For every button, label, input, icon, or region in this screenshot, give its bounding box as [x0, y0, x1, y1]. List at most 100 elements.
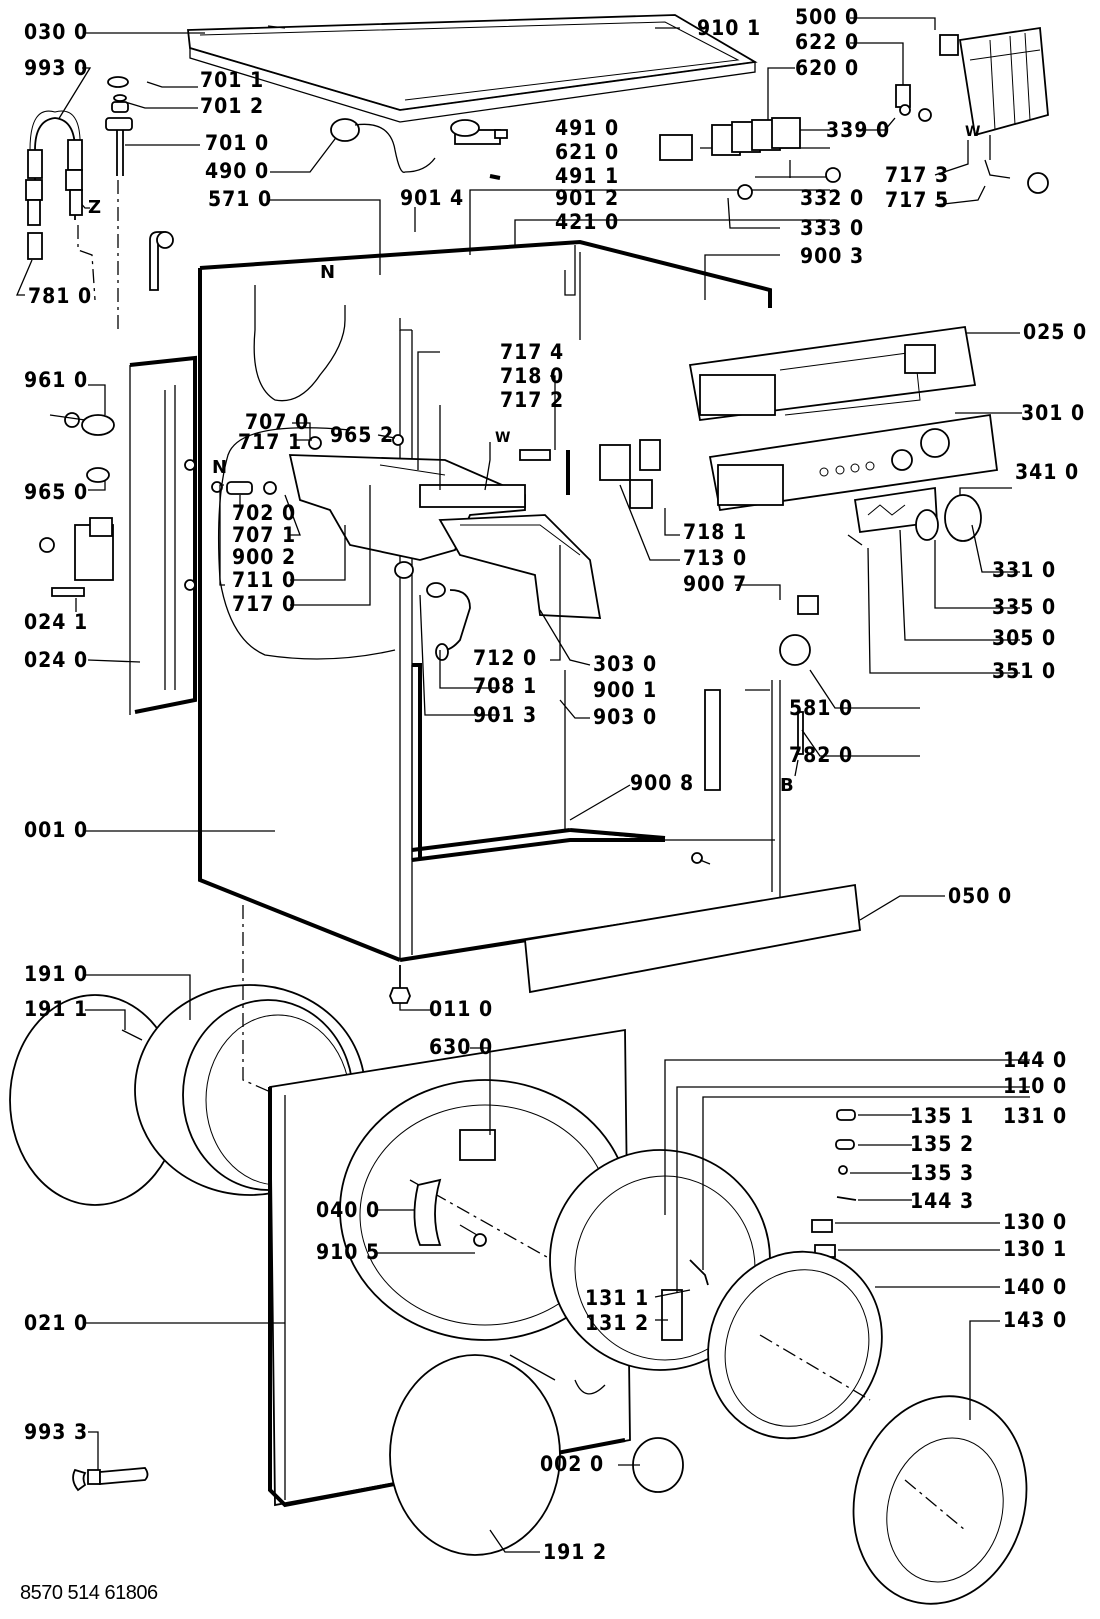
part-label: 303 0 [593, 652, 658, 676]
part-label: 040 0 [316, 1198, 381, 1222]
part-label: 135 1 [910, 1104, 975, 1128]
marker-w-dispenser: W [495, 430, 511, 446]
part-label: 712 0 [473, 646, 538, 670]
marker-b: B [780, 775, 794, 796]
part-label: 965 2 [330, 423, 395, 447]
part-label: 717 1 [238, 430, 303, 454]
part-label: 718 0 [500, 364, 565, 388]
part-label: 701 0 [205, 131, 270, 155]
inlet-hose-assembly [25, 110, 96, 301]
part-label: 050 0 [948, 884, 1013, 908]
part-label: 581 0 [789, 696, 854, 720]
part-label: 131 2 [585, 1311, 650, 1335]
part-label: 707 1 [232, 523, 297, 547]
part-label: 024 1 [24, 610, 89, 634]
part-label: 713 0 [683, 546, 748, 570]
part-label: 135 2 [910, 1132, 975, 1156]
part-label: 901 2 [555, 186, 620, 210]
selector-switches [659, 84, 932, 200]
part-label: 305 0 [992, 626, 1057, 650]
part-label: 717 4 [500, 340, 565, 364]
part-label: 110 0 [1003, 1074, 1068, 1098]
part-label: 335 0 [992, 595, 1057, 619]
part-label: 130 1 [1003, 1237, 1068, 1261]
part-label: 002 0 [540, 1452, 605, 1476]
lower-parts [72, 1354, 684, 1556]
top-panel [186, 14, 758, 123]
part-label: 491 0 [555, 116, 620, 140]
part-label: 144 3 [910, 1189, 975, 1213]
part-label: 421 0 [555, 210, 620, 234]
part-label: 339 0 [826, 118, 891, 142]
part-label: 030 0 [24, 20, 89, 44]
part-label: 333 0 [800, 216, 865, 240]
part-label: 621 0 [555, 140, 620, 164]
part-label: 781 0 [28, 284, 93, 308]
part-label: 903 0 [593, 705, 658, 729]
mains-cable-and-filter [330, 118, 508, 180]
part-label: 021 0 [24, 1311, 89, 1335]
hinge-small-parts [811, 1109, 1000, 1258]
part-label: 332 0 [800, 186, 865, 210]
part-label: 901 4 [400, 186, 465, 210]
part-label: 001 0 [24, 818, 89, 842]
part-label: 900 7 [683, 572, 748, 596]
part-label: 965 0 [24, 480, 89, 504]
part-label: 025 0 [1023, 320, 1088, 344]
part-label: 024 0 [24, 648, 89, 672]
part-label: 131 1 [585, 1286, 650, 1310]
part-label: 341 0 [1015, 460, 1080, 484]
part-label: 900 1 [593, 678, 658, 702]
part-label: 144 0 [1003, 1048, 1068, 1072]
rear-panel [129, 355, 197, 715]
part-label: 782 0 [789, 743, 854, 767]
part-label: 702 0 [232, 501, 297, 525]
part-label: 571 0 [208, 187, 273, 211]
control-leaders [794, 412, 1022, 777]
part-label: 701 1 [200, 68, 265, 92]
marker-n-dispenser: N [212, 457, 228, 478]
part-label: 717 0 [232, 592, 297, 616]
part-label: 718 1 [683, 520, 748, 544]
part-label: 490 0 [205, 159, 270, 183]
part-label: 143 0 [1003, 1308, 1068, 1332]
part-label: 910 5 [316, 1240, 381, 1264]
part-label: 701 2 [200, 94, 265, 118]
part-label: 717 5 [885, 188, 950, 212]
part-label: 708 1 [473, 674, 538, 698]
part-label: 500 0 [795, 5, 860, 29]
part-label: 961 0 [24, 368, 89, 392]
part-label: 717 3 [885, 163, 950, 187]
door-glass-bowl [707, 1250, 1000, 1440]
part-label: 130 0 [1003, 1210, 1068, 1234]
part-label: 900 2 [232, 545, 297, 569]
part-label: 331 0 [992, 558, 1057, 582]
left-side-parts [39, 384, 141, 663]
part-label: 301 0 [1021, 401, 1086, 425]
kickplate [524, 883, 945, 994]
part-label: 191 1 [24, 997, 89, 1021]
part-label: 140 0 [1003, 1275, 1068, 1299]
marker-n-top: N [320, 262, 336, 283]
control-panels [688, 325, 999, 755]
part-label: 351 0 [992, 659, 1057, 683]
part-label: 191 0 [24, 962, 89, 986]
marker-w-board: W [965, 124, 981, 140]
part-label: 993 3 [24, 1420, 89, 1444]
part-label: 135 3 [910, 1161, 975, 1185]
document-number: 8570 514 61806 [20, 1582, 158, 1604]
electronic-control-board [939, 26, 1049, 194]
marker-z: Z [88, 197, 102, 218]
part-label: 910 1 [697, 16, 762, 40]
part-label: 901 3 [473, 703, 538, 727]
part-label: 622 0 [795, 30, 860, 54]
part-label: 707 0 [245, 410, 310, 434]
part-label: 011 0 [429, 997, 494, 1021]
part-label: 717 2 [500, 388, 565, 412]
inlet-valve-fittings [105, 76, 174, 330]
part-label: 630 0 [429, 1035, 494, 1059]
adjustable-foot [389, 965, 430, 1011]
part-label: 900 8 [630, 771, 695, 795]
